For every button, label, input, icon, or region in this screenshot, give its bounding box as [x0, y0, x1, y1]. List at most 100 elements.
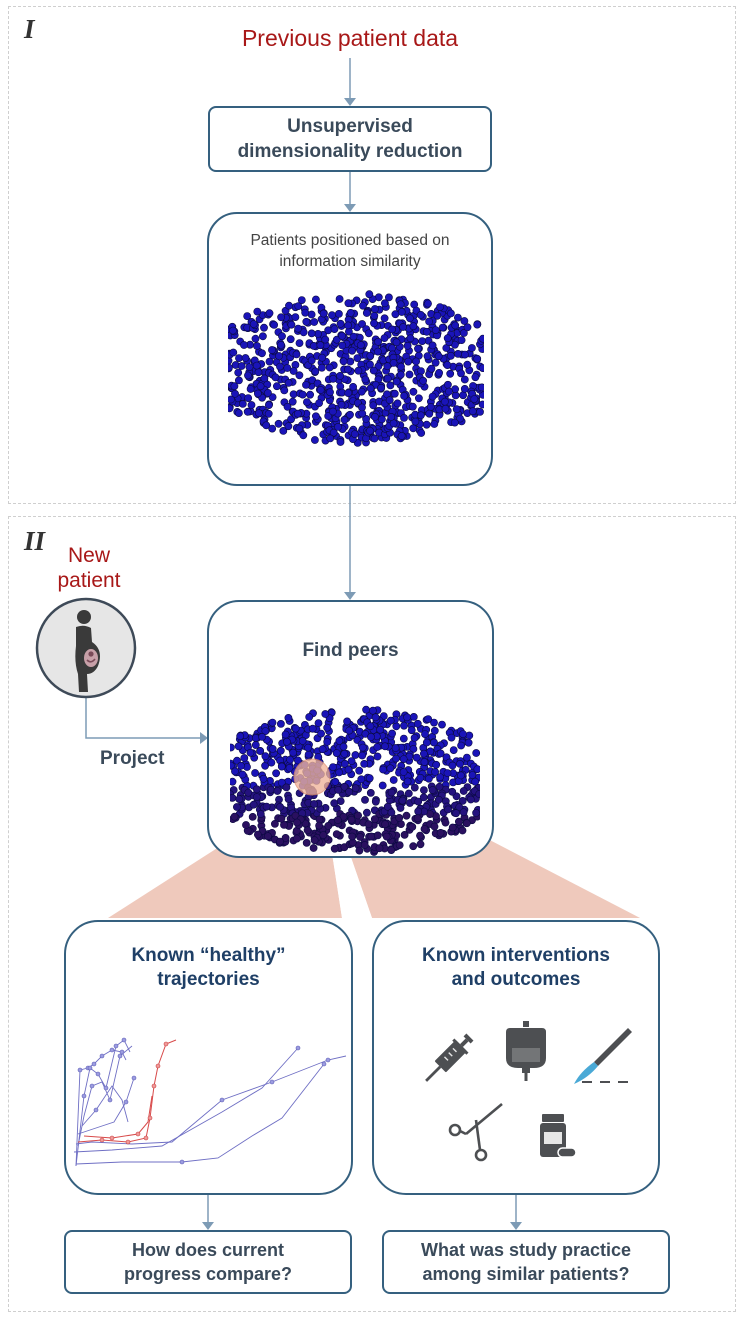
- peer-dot: [457, 741, 465, 750]
- peer-dot: [304, 750, 313, 759]
- peer-dot: [435, 782, 444, 791]
- peer-dot: [409, 745, 418, 753]
- patient-dot: [319, 309, 328, 318]
- patient-dot: [229, 326, 237, 335]
- patient-dot: [237, 362, 246, 370]
- peer-dot: [424, 715, 433, 723]
- peer-dot: [399, 734, 408, 743]
- peer-dot: [378, 781, 387, 790]
- patient-dot: [403, 341, 412, 350]
- patient-dot: [473, 354, 482, 363]
- section-one-label: I: [24, 14, 35, 44]
- patient-dot: [346, 308, 355, 317]
- peer-dot: [268, 745, 277, 753]
- find-peers-label: Find peers: [302, 640, 399, 661]
- patient-dot: [479, 334, 484, 343]
- patient-dot: [354, 366, 363, 375]
- patient-dot: [302, 381, 310, 389]
- peer-dot: [281, 833, 290, 842]
- patient-dot: [335, 309, 343, 318]
- peer-dot: [430, 726, 439, 735]
- patient-dot: [427, 364, 436, 373]
- patient-dot: [268, 424, 277, 433]
- patient-dot: [409, 387, 418, 396]
- patient-dot: [478, 400, 484, 409]
- patient-dot: [278, 332, 286, 341]
- peer-dot: [289, 748, 297, 757]
- patient-dot: [270, 321, 278, 329]
- syringe-icon: [425, 1033, 474, 1082]
- patient-dot: [377, 415, 386, 424]
- peer-dot: [436, 749, 445, 758]
- patient-dot: [433, 311, 442, 320]
- patient-dot: [463, 323, 472, 332]
- patient-dot: [258, 349, 266, 358]
- embedding-line-2: information similarity: [279, 253, 421, 270]
- peer-dot: [234, 742, 243, 751]
- peer-dot: [383, 802, 392, 811]
- patient-dot: [254, 368, 263, 377]
- patient-dot: [463, 360, 472, 369]
- patient-dot: [299, 431, 308, 440]
- patient-dot: [316, 386, 325, 394]
- patient-dot: [230, 382, 239, 391]
- peer-dot: [368, 706, 377, 715]
- peer-dot: [448, 823, 457, 832]
- patient-dot: [244, 394, 253, 402]
- peer-dot: [388, 729, 396, 738]
- peer-dot: [335, 737, 344, 745]
- patient-dot: [397, 308, 406, 316]
- peer-dot: [309, 844, 318, 852]
- patient-dot: [297, 296, 306, 304]
- arrowhead-5: [510, 1222, 522, 1230]
- patient-dot: [411, 417, 420, 426]
- patient-dot: [460, 350, 469, 359]
- patient-dot: [310, 318, 319, 326]
- patient-dot: [460, 375, 469, 384]
- peer-dot: [447, 733, 456, 742]
- patient-dot: [348, 346, 356, 355]
- patient-dot: [405, 314, 414, 323]
- patient-dot: [417, 367, 425, 375]
- patient-dot: [274, 419, 283, 428]
- patient-dot: [396, 300, 405, 309]
- patient-dot: [353, 354, 362, 362]
- patient-dot: [390, 389, 399, 398]
- patient-dot: [309, 342, 318, 350]
- peer-dot: [373, 831, 382, 840]
- patient-dot: [287, 320, 296, 329]
- peer-dot: [261, 727, 270, 735]
- patient-dot: [370, 305, 379, 313]
- peer-dot: [261, 752, 270, 761]
- patient-dot: [366, 352, 375, 360]
- patient-dot: [361, 375, 370, 384]
- patient-dot: [369, 366, 378, 375]
- patient-dot: [370, 434, 379, 443]
- patient-dot: [307, 310, 316, 319]
- patient-dot: [450, 418, 459, 427]
- patient-dot: [294, 302, 303, 310]
- peer-dot: [345, 726, 354, 735]
- arrowhead-project: [200, 732, 208, 744]
- peer-dot: [315, 821, 323, 830]
- peer-dot: [410, 734, 419, 742]
- patient-dot: [336, 438, 345, 446]
- peer-dot: [291, 724, 300, 733]
- patient-dot: [477, 383, 484, 392]
- peer-dot: [281, 730, 290, 739]
- peer-dot: [276, 746, 285, 755]
- peer-dot: [475, 790, 480, 798]
- peer-dot: [459, 787, 468, 795]
- patient-dot: [289, 390, 298, 399]
- patient-dot: [306, 390, 314, 399]
- patient-dot: [228, 404, 234, 413]
- patient-dot: [440, 397, 449, 406]
- patient-dot: [234, 376, 243, 385]
- patient-dot: [438, 323, 447, 332]
- patient-dot: [388, 325, 396, 334]
- patient-dot: [256, 382, 265, 391]
- peer-dot: [465, 731, 474, 740]
- peer-dot: [381, 820, 389, 829]
- peer-dot: [235, 795, 244, 803]
- patient-dot: [338, 332, 346, 340]
